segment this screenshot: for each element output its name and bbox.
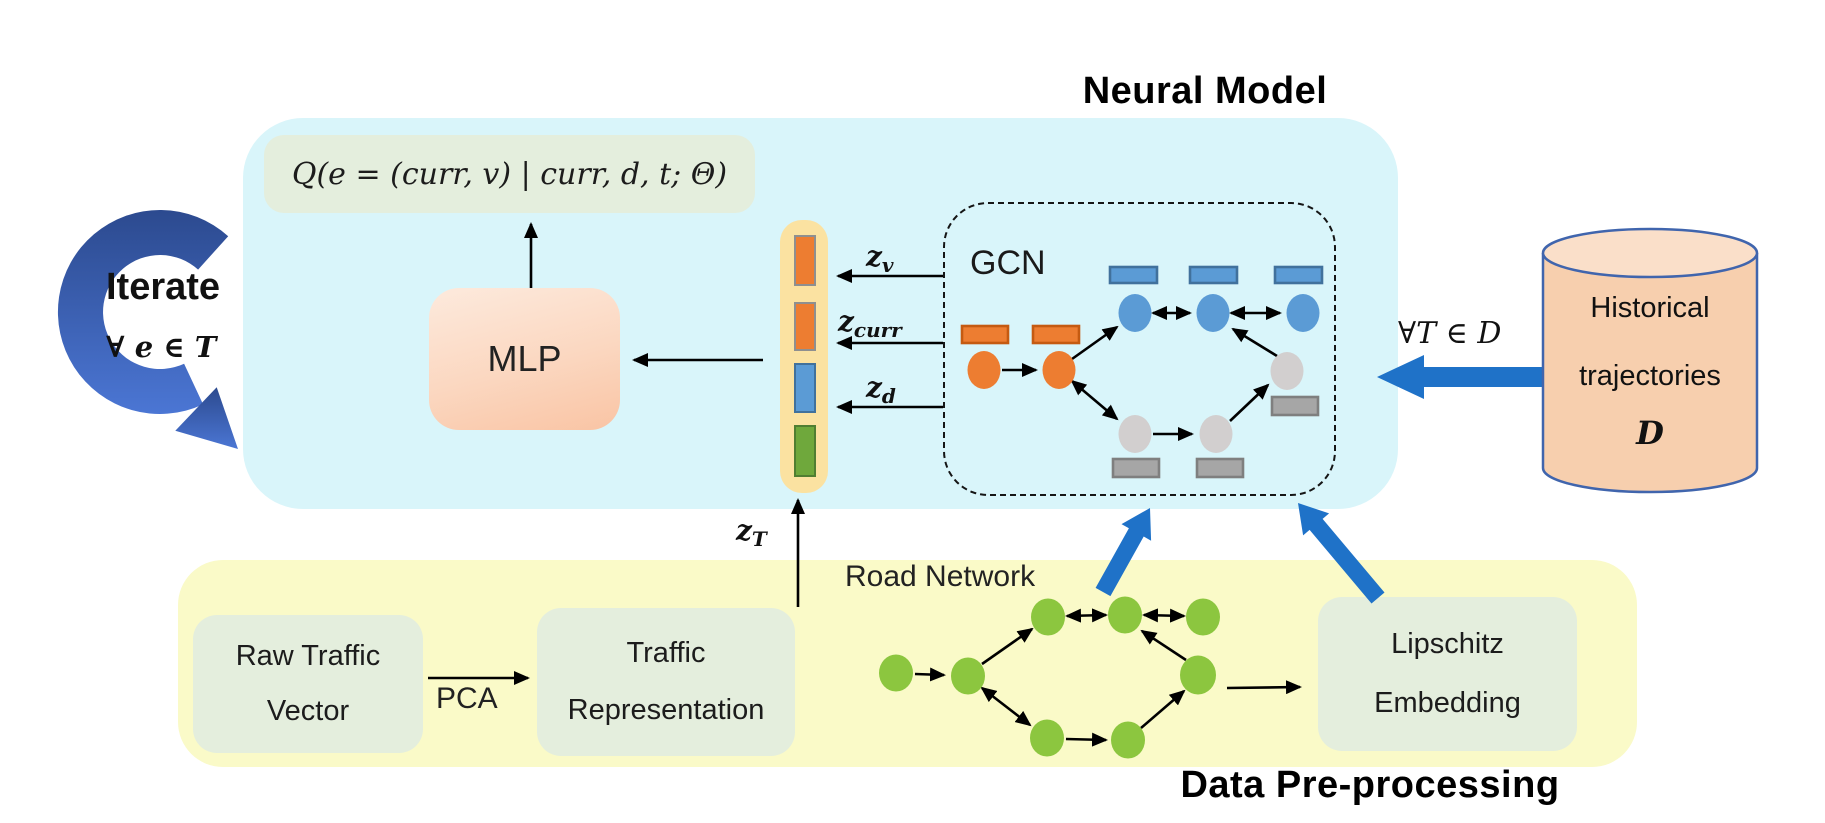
q-formula-text: Q(e = (curr, v) | curr, d, t; Θ) [291,156,728,192]
road-node [879,654,913,692]
gcn-node-gray [1118,415,1152,453]
pca-label: PCA [436,682,498,715]
mlp-label: MLP [487,338,562,379]
z-v-sub: v [881,253,894,277]
lipschitz-line1: Lipschitz [1391,627,1504,660]
iterate-label: Iterate [106,266,221,308]
data-preprocessing-title: Data Pre-processing [1180,764,1560,806]
traffic-rep-line1: Traffic [626,636,706,669]
lipschitz-to-gcn-arrow-icon [1298,503,1385,604]
gcn-node-orange [967,351,1001,389]
z-curr-main: z [838,305,854,338]
historical-db-line2: trajectories [1579,360,1721,392]
gcn-gray-feature-rect [1111,457,1161,479]
historical-db-symbol: D [1636,414,1664,452]
road-node [1180,655,1216,695]
z-v-main: z [866,240,882,273]
z-d-label: zd [866,371,896,408]
gcn-orange-feature-rect [1031,324,1081,345]
feature-bar-orange-1 [794,235,816,286]
traffic-representation-box: Traffic Representation [537,608,795,756]
forall-t-label: ∀T ∈ D [1398,316,1502,351]
z-d-sub: d [881,384,896,408]
traffic-rep-line2: Representation [567,694,765,727]
gcn-node-gray [1270,352,1304,390]
z-t-sub: T [751,527,767,551]
neural-model-title: Neural Model [1082,70,1328,112]
road-node [1030,719,1064,757]
feature-bar-blue [794,363,816,413]
gcn-graph-icon [960,265,1324,479]
trajectories-arrow-icon [1377,355,1543,399]
gcn-blue-feature-rect [1108,265,1159,285]
iterate-condition-label: ∀ e ∈ T [106,330,217,364]
mlp-box: MLP [429,288,620,430]
z-v-label: zv [866,240,894,277]
z-curr-sub: curr [853,318,902,342]
raw-traffic-line1: Raw Traffic [235,640,381,673]
road-node [1186,598,1220,636]
raw-traffic-vector-box: Raw Traffic Vector [193,615,423,753]
gcn-node-blue [1118,294,1152,332]
gcn-orange-feature-rect [960,324,1010,345]
gcn-gray-feature-rect [1270,395,1320,417]
roadnet-to-gcn-arrow-icon [1095,508,1152,597]
gcn-node-blue [1196,294,1230,332]
z-d-main: z [866,371,882,404]
road-network-graph-icon [879,596,1220,759]
historical-db-line1: Historical [1590,292,1710,324]
gcn-box [943,202,1336,496]
gcn-blue-feature-rect [1273,265,1324,285]
lipschitz-embedding-box: Lipschitz Embedding [1318,597,1577,751]
road-node [951,657,985,695]
road-node [1108,596,1142,634]
q-formula-box: Q(e = (curr, v) | curr, d, t; Θ) [264,135,755,213]
historical-db-cylinder-icon [1541,227,1759,494]
feature-bar-green [794,425,816,477]
iterate-arrow-icon [57,209,238,449]
road-network-label: Road Network [845,560,1036,593]
road-node [1111,721,1145,759]
gcn-node-blue [1286,294,1320,332]
gcn-label: GCN [970,244,1046,282]
gcn-blue-feature-rect [1188,265,1239,285]
lipschitz-line2: Embedding [1374,687,1521,720]
gcn-gray-feature-rect [1195,457,1245,479]
z-curr-label: zcurr [838,305,902,342]
z-t-main: z [736,514,752,547]
gcn-node-orange [1042,351,1076,389]
raw-traffic-line2: Vector [266,694,350,727]
road-node [1031,598,1065,636]
feature-bar-orange-2 [794,302,816,351]
gcn-node-gray [1199,415,1233,453]
z-t-label: zT [736,514,767,551]
roadnet-to-lipschitz-arrow [1226,680,1302,695]
